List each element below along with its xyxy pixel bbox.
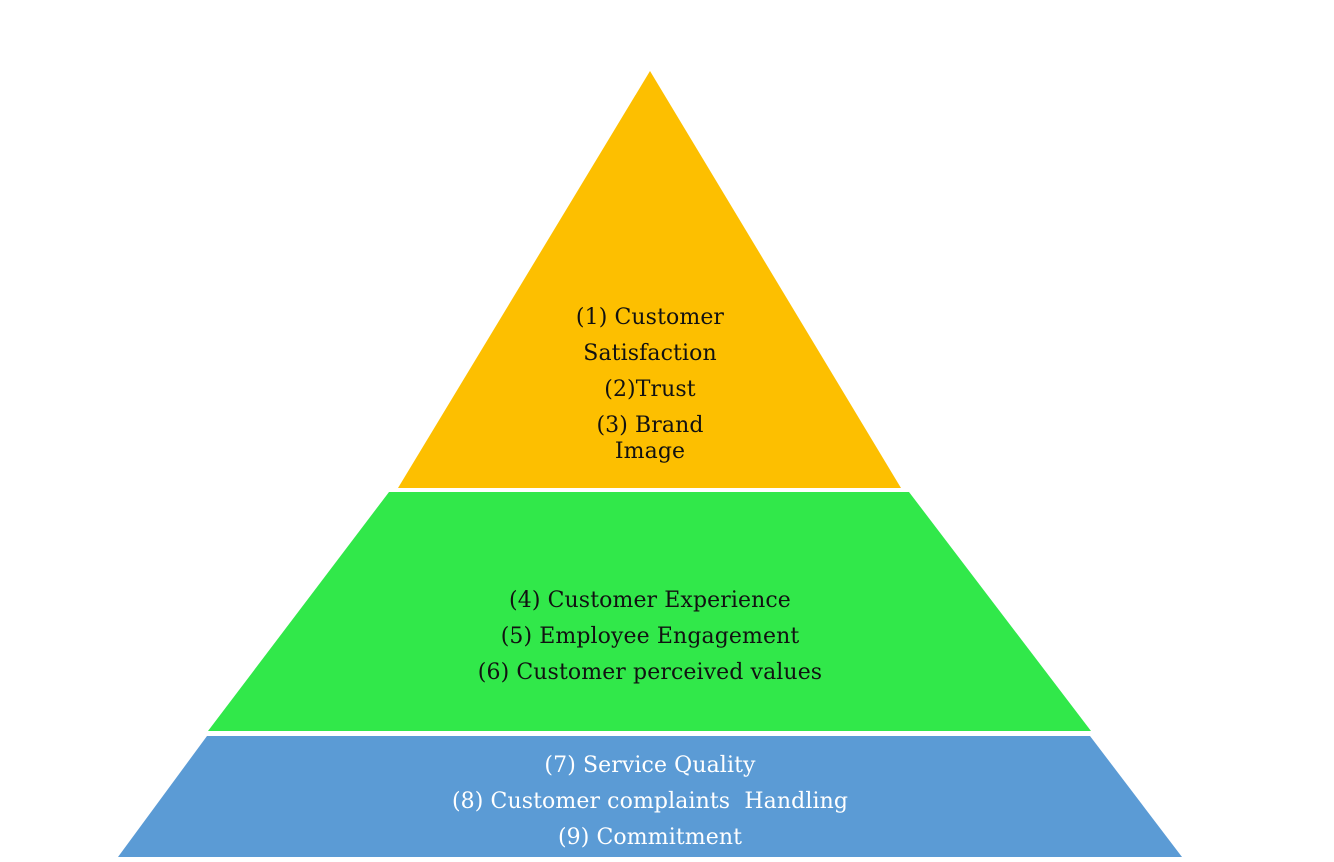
bottom-level-line: (8) Customer complaints Handling xyxy=(451,789,849,814)
pyramid-bottom-level xyxy=(118,736,1182,857)
bottom-level-line: (7) Service Quality xyxy=(544,753,756,778)
pyramid-middle-level xyxy=(208,492,1091,731)
middle-level-text: (4) Customer Experience (5) Employee Eng… xyxy=(430,583,870,691)
top-level-line: Image xyxy=(614,439,686,464)
top-level-line: Satisfaction xyxy=(583,341,717,366)
top-level-text: (1) Customer Satisfaction (2)Trust (3) B… xyxy=(530,300,770,465)
middle-level-line: (6) Customer perceived values xyxy=(477,660,823,685)
bottom-level-line: (9) Commitment xyxy=(557,825,743,850)
top-level-line: (1) Customer xyxy=(575,305,725,330)
top-level-line: (2)Trust xyxy=(604,377,696,402)
middle-level-line: (5) Employee Engagement xyxy=(500,624,800,649)
bottom-level-text: (7) Service Quality (8) Customer complai… xyxy=(400,748,900,856)
middle-level-line: (4) Customer Experience xyxy=(509,588,791,613)
pyramid-top-level xyxy=(398,71,901,488)
top-level-line: (3) Brand xyxy=(596,413,704,438)
